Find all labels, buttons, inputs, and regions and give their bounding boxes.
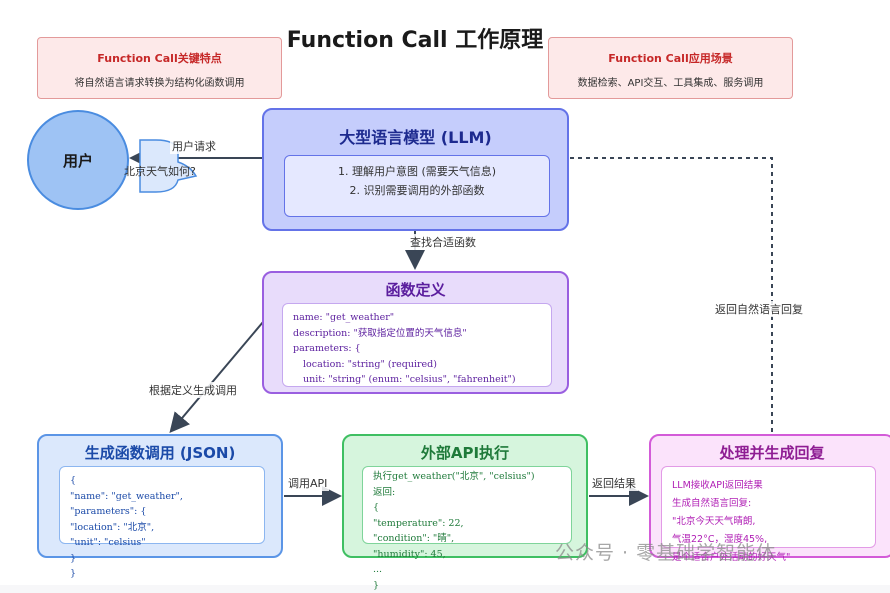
- code-line: parameters: {: [293, 341, 541, 357]
- response-text: LLM接收API返回结果 生成自然语言回复: "北京今天天气晴朗, 气温22°C…: [661, 466, 876, 548]
- edge-label-return-result: 返回结果: [590, 475, 638, 491]
- llm-node: 大型语言模型 (LLM) 1. 理解用户意图 (需要天气信息) 2. 识别需要调…: [262, 108, 569, 231]
- user-node: 用户: [27, 110, 129, 210]
- note-use-cases-text: 数据检索、API交互、工具集成、服务调用: [549, 74, 792, 89]
- note-use-cases: Function Call应用场景 数据检索、API交互、工具集成、服务调用: [548, 37, 793, 99]
- code-line: "location": "北京",: [70, 520, 254, 536]
- note-key-features-text: 将自然语言请求转换为结构化函数调用: [38, 74, 281, 89]
- watermark-text: 公众号 · 零基础学智能体: [555, 538, 776, 565]
- function-definition-code: name: "get_weather" description: "获取指定位置…: [282, 303, 552, 387]
- llm-title: 大型语言模型 (LLM): [264, 124, 567, 148]
- code-line: unit: "string" (enum: "celsius", "fahren…: [293, 372, 541, 388]
- llm-step: 2. 识别需要调用的外部函数: [285, 181, 549, 200]
- code-line: 执行get_weather("北京", "celsius"): [373, 469, 561, 485]
- generate-call-node: 生成函数调用 (JSON) { "name": "get_weather", "…: [37, 434, 283, 558]
- code-line: ...: [373, 562, 561, 578]
- response-line: 生成自然语言回复:: [672, 495, 865, 513]
- edge-label-generate-by-definition: 根据定义生成调用: [147, 382, 239, 398]
- llm-step: 1. 理解用户意图 (需要天气信息): [285, 162, 549, 181]
- code-line: }: [373, 578, 561, 593]
- code-line: "name": "get_weather",: [70, 489, 254, 505]
- code-line: name: "get_weather": [293, 310, 541, 326]
- api-execution-title: 外部API执行: [344, 442, 586, 463]
- code-line: "temperature": 22,: [373, 516, 561, 532]
- note-use-cases-heading: Function Call应用场景: [549, 50, 792, 66]
- generate-call-code: { "name": "get_weather", "parameters": {…: [59, 466, 265, 544]
- edge-label-call-api: 调用API: [286, 475, 329, 491]
- code-line: {: [70, 473, 254, 489]
- note-key-features-heading: Function Call关键特点: [38, 50, 281, 66]
- code-line: "condition": "晴",: [373, 531, 561, 547]
- response-title: 处理并生成回复: [651, 442, 890, 463]
- diagram-title: Function Call 工作原理: [250, 22, 580, 54]
- response-line: LLM接收API返回结果: [672, 477, 865, 495]
- user-bubble-text: 北京天气如何?: [124, 163, 196, 179]
- api-execution-code: 执行get_weather("北京", "celsius") 返回: { "te…: [362, 466, 572, 544]
- code-line: 返回:: [373, 485, 561, 501]
- code-line: location: "string" (required): [293, 357, 541, 373]
- function-definition-title: 函数定义: [264, 279, 567, 300]
- edge-label-user-request: 用户请求: [170, 138, 218, 154]
- edge-label-return-reply: 返回自然语言回复: [713, 301, 805, 317]
- code-line: {: [373, 500, 561, 516]
- response-line: "北京今天天气晴朗,: [672, 513, 865, 531]
- generate-call-title: 生成函数调用 (JSON): [39, 442, 281, 463]
- code-line: }: [70, 551, 254, 567]
- function-definition-node: 函数定义 name: "get_weather" description: "获…: [262, 271, 569, 394]
- code-line: "parameters": {: [70, 504, 254, 520]
- code-line: }: [70, 566, 254, 582]
- edge-label-find-function: 查找合适函数: [408, 234, 478, 250]
- code-line: description: "获取指定位置的天气信息": [293, 326, 541, 342]
- edge-generate-by-definition: [172, 322, 263, 430]
- note-key-features: Function Call关键特点 将自然语言请求转换为结构化函数调用: [37, 37, 282, 99]
- api-execution-node: 外部API执行 执行get_weather("北京", "celsius") 返…: [342, 434, 588, 558]
- code-line: "unit": "celsius": [70, 535, 254, 551]
- llm-steps: 1. 理解用户意图 (需要天气信息) 2. 识别需要调用的外部函数: [284, 155, 550, 217]
- code-line: "humidity": 45,: [373, 547, 561, 563]
